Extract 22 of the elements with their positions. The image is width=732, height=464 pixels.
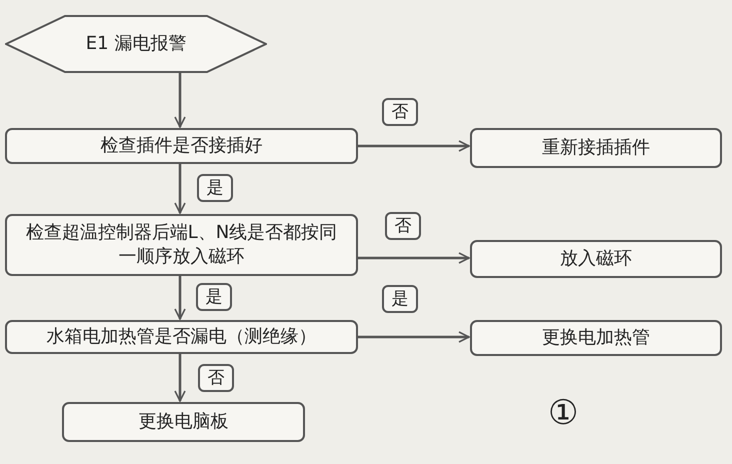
- edge-label: 否: [382, 98, 418, 126]
- process-box: 检查超温控制器后端L、N线是否都按同一顺序放入磁环: [5, 214, 358, 276]
- process-box: 重新接插插件: [470, 128, 722, 168]
- start-hexagon: E1 漏电报警: [5, 15, 267, 73]
- arrow: [174, 276, 186, 320]
- arrow: [174, 164, 186, 214]
- arrow: [174, 73, 186, 128]
- process-box: 更换电脑板: [62, 402, 305, 442]
- edge-label: 否: [385, 212, 421, 240]
- process-box: 放入磁环: [470, 240, 722, 278]
- arrow: [358, 140, 470, 152]
- arrow: [358, 252, 470, 264]
- process-box: 水箱电加热管是否漏电（测绝缘）: [5, 320, 358, 354]
- arrow: [358, 331, 470, 343]
- process-box: 检查插件是否接插好: [5, 128, 358, 164]
- edge-label: 是: [196, 283, 232, 311]
- edge-label: 是: [197, 174, 233, 202]
- figure-number: ①: [548, 393, 578, 433]
- edge-label: 否: [198, 364, 234, 392]
- arrow: [174, 354, 186, 402]
- edge-label: 是: [382, 285, 418, 313]
- process-box: 更换电加热管: [470, 320, 722, 356]
